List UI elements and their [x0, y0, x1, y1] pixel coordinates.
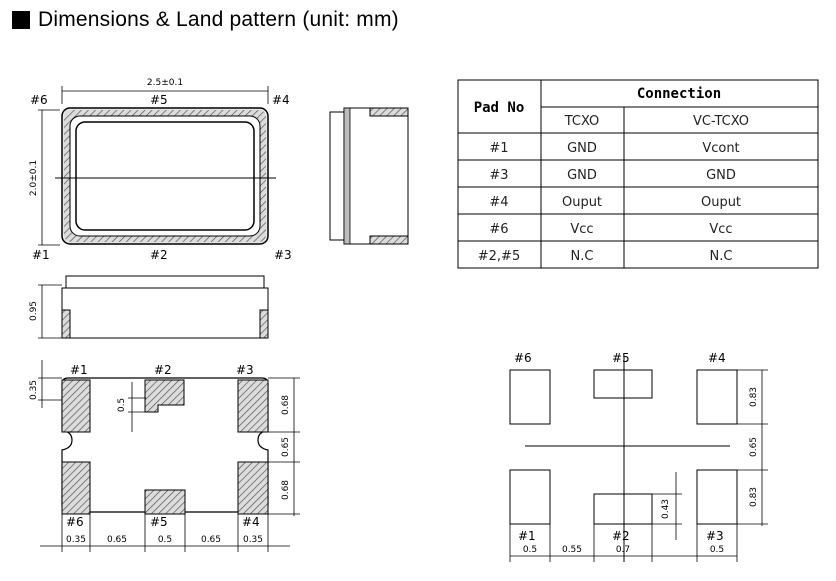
table-row-5-tcxo: N.C — [571, 249, 594, 264]
bottom-dim-5: 0.35 — [243, 535, 263, 545]
table-row-2-tcxo: GND — [567, 168, 597, 183]
bottom-pad-3-label: #3 — [236, 363, 254, 377]
top-pad-6-label: #6 — [30, 93, 48, 107]
table-row-2-pad: #3 — [489, 168, 508, 183]
table-col-tcxo: TCXO — [564, 114, 600, 129]
top-pad-5-label: #5 — [150, 93, 168, 107]
side-view-bottom: 0.95 — [29, 275, 269, 339]
land-pad-1-label: #1 — [518, 529, 536, 543]
land-mid-dim: 0.43 — [661, 499, 671, 519]
bottom-right-dim-1: 0.68 — [281, 395, 291, 415]
bottom-pad-2-label: #2 — [154, 363, 172, 377]
bottom-dim-3: 0.5 — [158, 535, 172, 545]
land-dim-3: 0.7 — [616, 545, 630, 555]
page-heading: Dimensions & Land pattern (unit: mm) — [12, 6, 399, 34]
side-view-right — [329, 107, 409, 245]
lid-inner — [75, 121, 255, 231]
bottom-left-dim: 0.35 — [29, 380, 39, 400]
table-row-1-tcxo: GND — [567, 141, 597, 156]
bottom-pad-1-label: #1 — [70, 363, 88, 377]
land-dim-2: 0.55 — [562, 545, 582, 555]
land-pad-5-label: #5 — [612, 351, 630, 365]
table-pad-no-header: Pad No — [474, 100, 525, 116]
land-pad-2-label: #2 — [612, 529, 630, 543]
table-row-1-pad: #1 — [489, 141, 508, 156]
bottom-pad-6-label: #6 — [66, 515, 84, 529]
table-row-4-pad: #6 — [489, 222, 508, 237]
table-row-1-vctcxo: Vcont — [702, 141, 739, 156]
bottom-right-dim-3: 0.68 — [281, 480, 291, 500]
table-row-3-tcxo: Ouput — [562, 195, 602, 210]
table-row-3-pad: #4 — [489, 195, 508, 210]
land-dim-1: 0.5 — [523, 545, 537, 555]
heading-text: Dimensions & Land pattern (unit: mm) — [38, 8, 399, 31]
land-right-dim-3: 0.83 — [749, 487, 759, 507]
land-pad-4-label: #4 — [708, 351, 726, 365]
land-right-dim-2: 0.65 — [749, 437, 759, 457]
bottom-notch-dim: 0.5 — [117, 398, 127, 412]
land-pad-6-label: #6 — [514, 351, 532, 365]
table-row-4-vctcxo: Vcc — [709, 222, 732, 237]
table-connection-header: Connection — [637, 86, 721, 102]
table-row-2-vctcxo: GND — [706, 168, 736, 183]
table-row-5-pad: #2,#5 — [478, 249, 520, 264]
top-pad-4-label: #4 — [272, 93, 290, 107]
bottom-right-dim-2: 0.65 — [281, 437, 291, 457]
table-col-vctcxo: VC-TCXO — [693, 114, 749, 129]
bottom-dim-4: 0.65 — [201, 535, 221, 545]
land-pad-3-label: #3 — [706, 529, 724, 543]
side-height-dim: 0.95 — [29, 301, 39, 321]
land-right-dim-1: 0.83 — [749, 387, 759, 407]
table-row-5-vctcxo: N.C — [710, 249, 733, 264]
bottom-pad-4-label: #4 — [242, 515, 260, 529]
bottom-dim-1: 0.35 — [66, 535, 86, 545]
bottom-dim-2: 0.65 — [107, 535, 127, 545]
land-pattern: #6 #5 #4 #1 #2 #3 0.83 0.65 0.83 0.43 0.… — [509, 351, 768, 562]
table-row-3-vctcxo: Ouput — [701, 195, 741, 210]
top-view: 2.5±0.1 2.0±0.1 #6 #5 #4 #1 #2 #3 — [29, 78, 292, 262]
black-square-bullet-icon — [12, 11, 30, 29]
land-dim-4: 0.5 — [710, 545, 724, 555]
bottom-view: #1 #2 #3 #6 #5 #4 0.35 0.5 0.68 0.65 0.6… — [29, 360, 300, 552]
table-row-4-tcxo: Vcc — [570, 222, 593, 237]
top-pad-2-label: #2 — [150, 248, 168, 262]
bottom-pad-5-label: #5 — [150, 515, 168, 529]
top-pad-3-label: #3 — [274, 248, 292, 262]
top-width-dim: 2.5±0.1 — [147, 78, 183, 88]
top-pad-1-label: #1 — [32, 248, 50, 262]
top-height-dim: 2.0±0.1 — [29, 160, 39, 196]
connection-table: Pad No Connection TCXO VC-TCXO #1 GND Vc… — [457, 79, 819, 269]
